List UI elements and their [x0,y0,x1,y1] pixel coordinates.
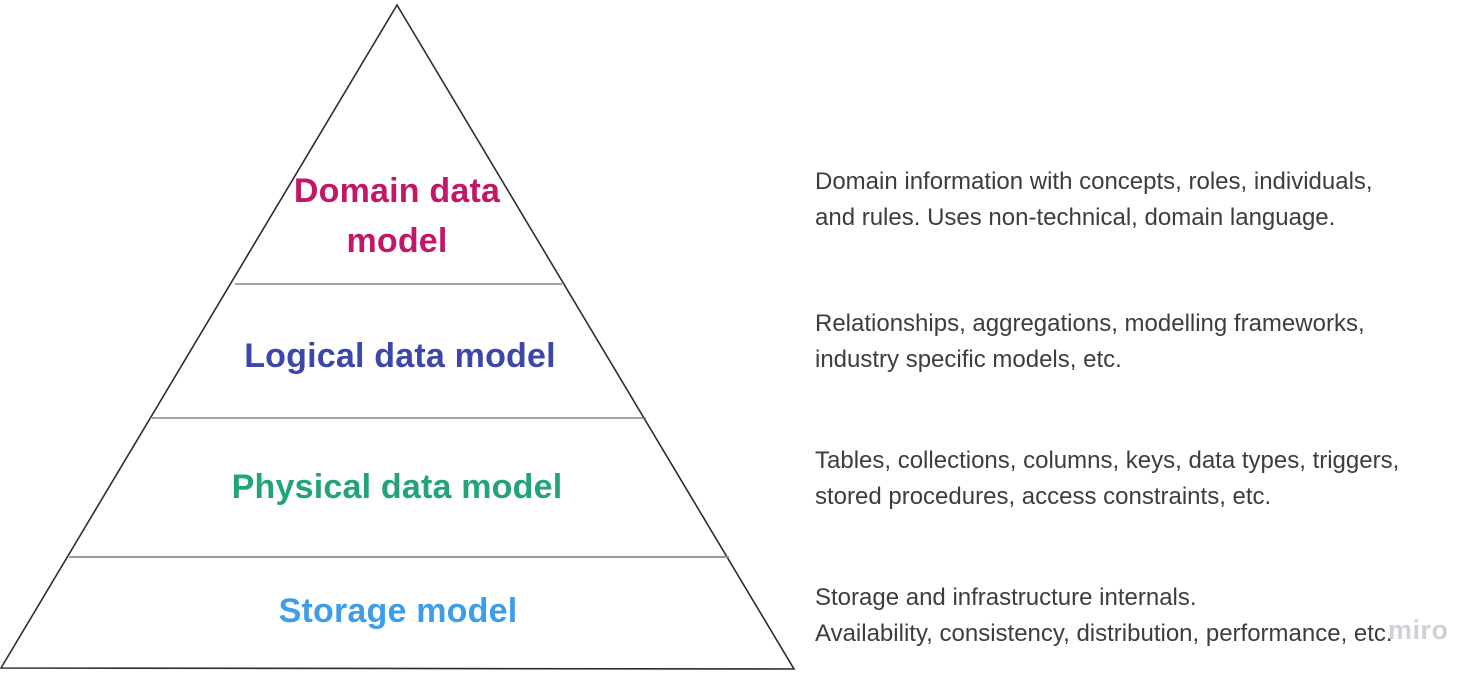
miro-watermark: miro [1388,615,1449,645]
description-physical-data-model: Tables, collections, columns, keys, data… [815,443,1479,515]
description-line: Storage and infrastructure internals. [815,584,1197,611]
description-line: Domain information with concepts, roles,… [815,168,1373,195]
pyramid-shape [0,3,796,670]
description-line: stored procedures, access constraints, e… [815,483,1272,510]
description-line: and rules. Uses non-technical, domain la… [815,204,1336,231]
pyramid-level-logical-data-model: Logical data model [244,337,556,375]
description-line: Relationships, aggregations, modelling f… [815,310,1365,337]
description-line: Availability, consistency, distribution,… [815,620,1393,647]
description-line: industry specific models, etc. [815,346,1122,373]
description-domain-data-model: Domain information with concepts, roles,… [815,164,1479,236]
description-logical-data-model: Relationships, aggregations, modelling f… [815,306,1479,378]
description-line: Tables, collections, columns, keys, data… [815,447,1400,474]
pyramid-level-storage-model: Storage model [278,592,518,630]
pyramid-level-physical-data-model: Physical data model [231,468,563,506]
pyramid-level-domain-data-model: Domain data model [293,172,501,260]
description-storage-model: Storage and infrastructure internals. Av… [815,580,1479,652]
pyramid-outline [0,3,796,670]
